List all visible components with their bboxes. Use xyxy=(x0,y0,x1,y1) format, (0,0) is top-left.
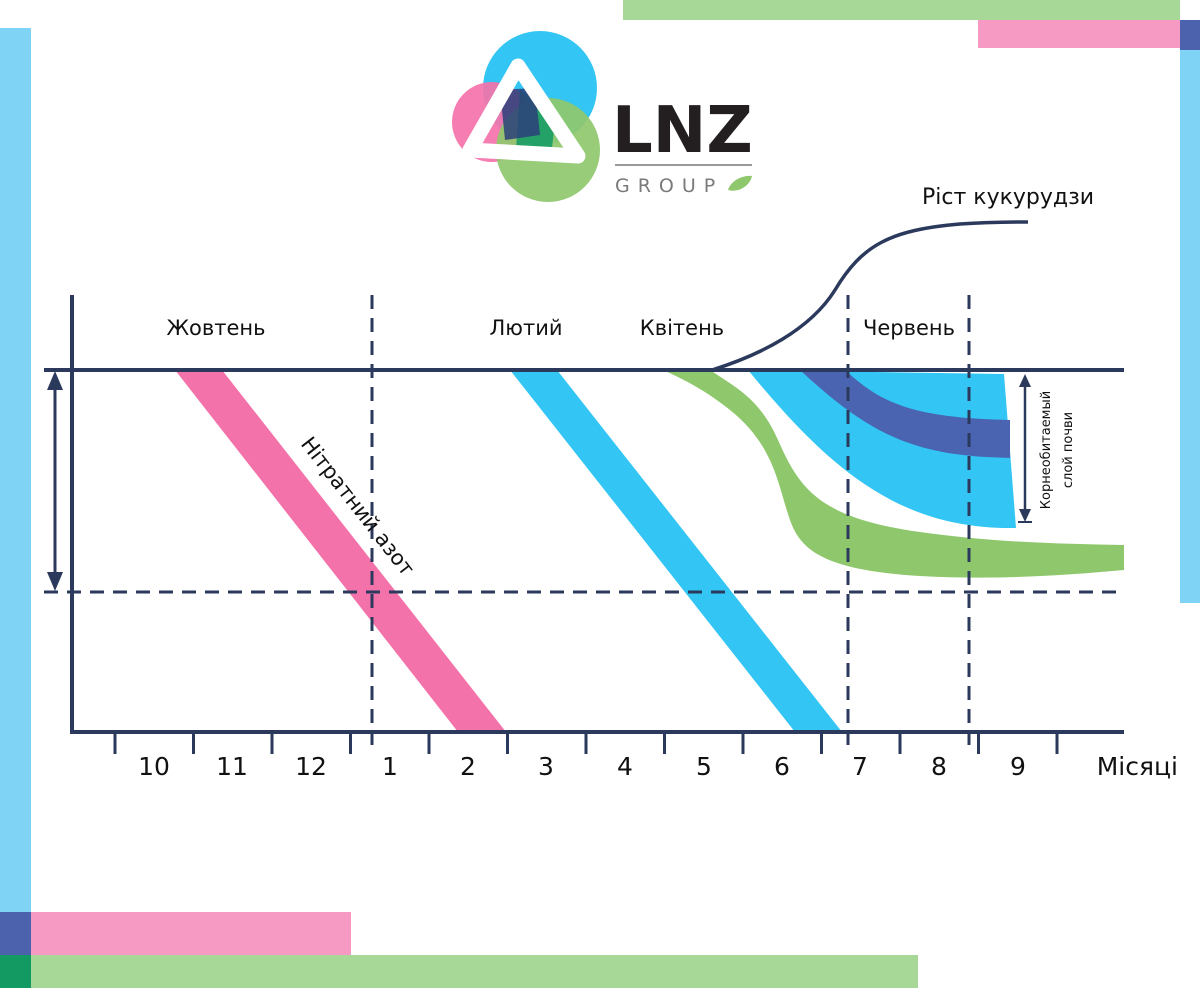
label-lyutyi: Лютий xyxy=(490,316,563,340)
root-layer-label-line2: слой почви xyxy=(1061,412,1076,488)
frame-bar-top-green xyxy=(623,0,1180,20)
logo-name: LNZ xyxy=(612,94,753,168)
frame-bar-right-dark xyxy=(1180,20,1200,50)
logo-subtitle: GROUP xyxy=(615,175,723,197)
label-kviten: Квітень xyxy=(640,316,724,340)
lnz-group-logo: LNZ GROUP xyxy=(452,31,753,202)
axes xyxy=(44,295,1124,734)
month-label: 2 xyxy=(460,752,476,781)
frame-bar-corner-green xyxy=(0,955,31,988)
frame-bar-top-pink xyxy=(978,20,1180,48)
month-label: 5 xyxy=(696,752,712,781)
root-layer-label: Корнеобитаемый слой почви xyxy=(1039,391,1076,509)
lnz-group-logo-icon xyxy=(452,31,600,202)
leaf-icon xyxy=(728,175,752,191)
month-label: 9 xyxy=(1010,752,1026,781)
band-green-curve xyxy=(663,370,1124,578)
months-axis-label: Місяці xyxy=(1097,752,1178,781)
band-darkblue-root-zone xyxy=(800,370,1010,458)
month-label: 11 xyxy=(216,752,248,781)
frame-bar-right-blue xyxy=(1180,50,1200,603)
corn-growth-curve xyxy=(711,220,1029,372)
month-label: 12 xyxy=(295,752,327,781)
month-label: 4 xyxy=(617,752,633,781)
band-blue-diagonal xyxy=(510,370,842,732)
frame-bar-left-dark xyxy=(0,912,31,955)
label-cherven: Червень xyxy=(863,316,955,340)
band-blue-root-zone xyxy=(748,370,1016,529)
month-label: 7 xyxy=(852,752,868,781)
label-zhovten: Жовтень xyxy=(166,316,265,340)
month-label: 8 xyxy=(931,752,947,781)
root-layer-arrow xyxy=(1018,374,1032,523)
month-labels: 10 11 12 1 2 3 4 5 6 7 8 9 xyxy=(138,752,1026,781)
frame-bar-bottom-green xyxy=(31,955,918,988)
month-label: 10 xyxy=(138,752,170,781)
month-label: 3 xyxy=(538,752,554,781)
depth-arrow xyxy=(47,371,63,591)
label-corn-growth: Ріст кукурудзи xyxy=(922,185,1094,210)
band-nitrate-nitrogen xyxy=(175,370,506,732)
root-layer-label-line1: Корнеобитаемый xyxy=(1039,391,1054,509)
dashed-guides xyxy=(44,295,1124,745)
frame-bar-left-blue xyxy=(0,28,31,912)
month-label: 1 xyxy=(382,752,398,781)
x-axis-ticks xyxy=(113,732,1059,754)
frame-bar-bottom-pink xyxy=(31,912,351,955)
month-label: 6 xyxy=(774,752,790,781)
nitrogen-bands xyxy=(175,370,1124,732)
